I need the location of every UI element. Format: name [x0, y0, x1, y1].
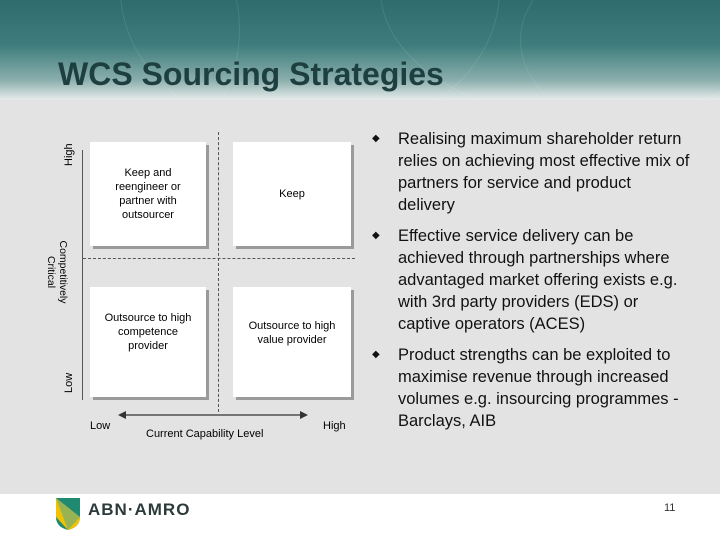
quadrant-bottom-right: Outsource to high value provider — [233, 287, 351, 397]
y-axis-low-label: Low — [63, 372, 75, 393]
quadrant-top-right: Keep — [233, 142, 351, 246]
y-axis-line — [82, 150, 83, 400]
brand-name: ABN·AMRO — [88, 500, 191, 519]
x-axis-low-label: Low — [90, 420, 111, 432]
footer — [0, 494, 720, 540]
quadrant-bottom-right-text: Outsource to high value provider — [248, 320, 336, 346]
bullet-diamond-icon: ◆ — [372, 133, 380, 144]
bullet-diamond-icon: ◆ — [372, 349, 380, 360]
bullet-text: Realising maximum shareholder return rel… — [398, 130, 690, 214]
quadrant-bottom-left: Outsource to high competence provider — [90, 287, 206, 397]
page-number: 11 — [664, 502, 676, 514]
bullet-diamond-icon: ◆ — [372, 230, 380, 241]
horizontal-divider — [83, 258, 355, 259]
bullet-item: ◆ Product strengths can be exploited to … — [370, 344, 690, 432]
quadrant-top-right-text: Keep — [279, 188, 305, 200]
bullet-text: Product strengths can be exploited to ma… — [398, 346, 679, 430]
x-axis-title: Current Capability Level — [146, 428, 264, 440]
quadrant-top-left: Keep and reengineer or partner with outs… — [90, 142, 206, 246]
y-axis-high-label: High — [63, 143, 75, 166]
decorative-swirl — [520, 0, 720, 100]
abn-amro-shield-logo-icon — [56, 498, 80, 530]
page-title: WCS Sourcing Strategies — [58, 56, 444, 92]
x-axis-high-label: High — [323, 420, 346, 432]
bullet-item: ◆ Realising maximum shareholder return r… — [370, 128, 690, 216]
y-axis-title: Competitively Critical — [45, 240, 69, 304]
quadrant-top-left-text: Keep and reengineer or partner with outs… — [115, 167, 181, 221]
x-axis-arrow — [118, 411, 308, 419]
quadrant-bottom-left-text: Outsource to high competence provider — [104, 312, 192, 352]
bullet-item: ◆ Effective service delivery can be achi… — [370, 225, 690, 335]
bullet-list: ◆ Realising maximum shareholder return r… — [370, 128, 690, 441]
header-band — [0, 0, 720, 100]
vertical-divider — [218, 132, 219, 412]
bullet-text: Effective service delivery can be achiev… — [398, 227, 678, 333]
